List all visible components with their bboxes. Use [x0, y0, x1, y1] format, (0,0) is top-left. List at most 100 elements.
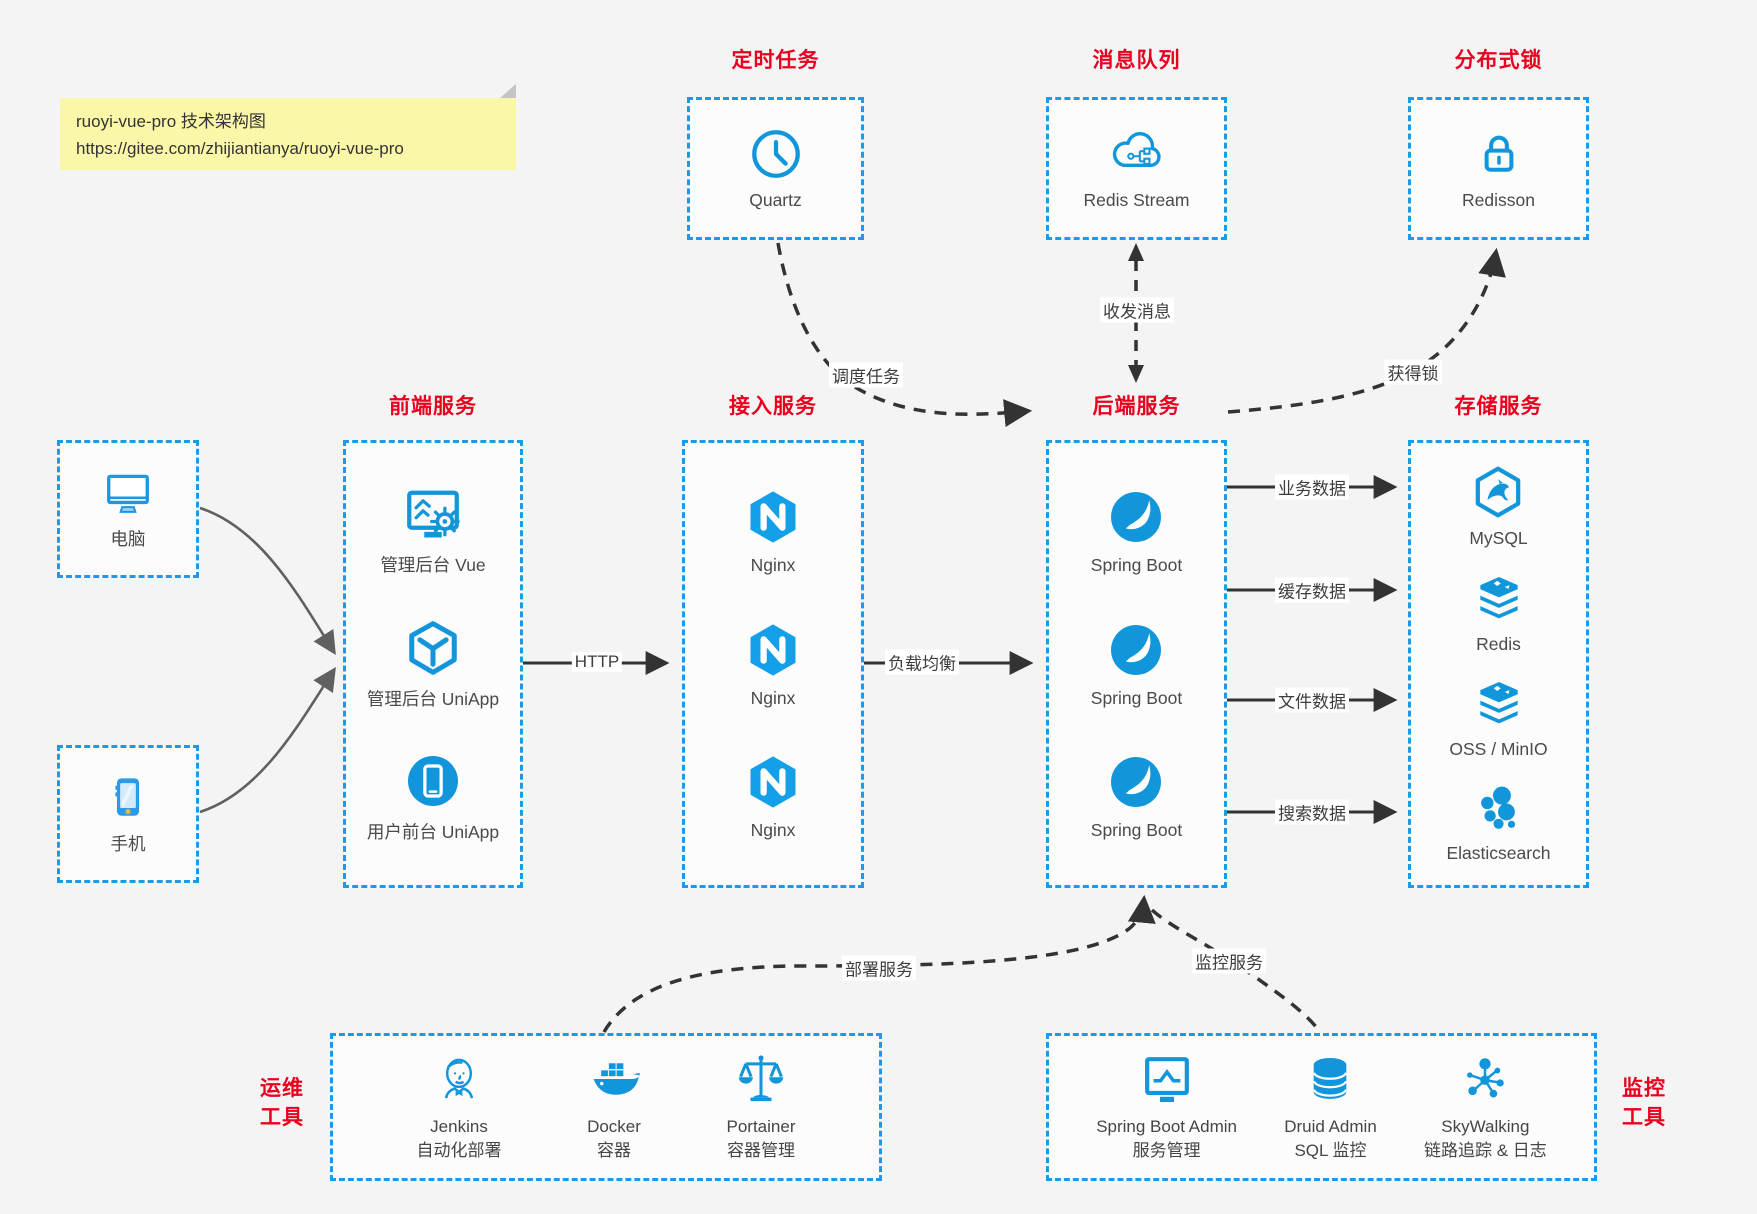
node-spring-boot-2: Spring Boot [1091, 620, 1182, 709]
spring-boot-icon [1106, 487, 1166, 547]
edge-label-schedule-task: 调度任务 [829, 362, 903, 388]
node-label-redis: Redis [1476, 633, 1521, 654]
redis-stack-icon [1470, 570, 1528, 626]
node-docker: Docker 容器 [585, 1051, 643, 1163]
monitor-tools-side-label: 监控 工具 [1608, 1074, 1680, 1132]
backend-box: Spring Boot Spring Boot Spring Boot [1046, 440, 1227, 888]
node-label-spring-boot-2: Spring Boot [1090, 687, 1183, 708]
note-title: ruoyi-vue-pro 技术架构图 [76, 112, 266, 131]
edge-label-search-data: 搜索数据 [1275, 799, 1349, 825]
quartz-box: Quartz [687, 97, 864, 240]
jenkins-icon [432, 1051, 486, 1107]
node-label-admin-vue: 管理后台 Vue [380, 554, 486, 575]
node-label-user-uniapp: 用户前台 UniApp [366, 822, 500, 843]
node-admin-vue: 管理后台 Vue [380, 484, 486, 577]
node-label-oss-minio: OSS / MinIO [1449, 739, 1548, 760]
node-redis: Redis [1470, 570, 1528, 655]
storage-stack-icon [1470, 675, 1528, 731]
node-elasticsearch: Elasticsearch [1446, 781, 1551, 864]
node-label-desktop: 电脑 [110, 529, 146, 549]
monitor-tools-label-line2: 工具 [1622, 1106, 1666, 1129]
node-spring-boot-1: Spring Boot [1091, 487, 1182, 576]
cloud-stream-icon [1107, 127, 1167, 181]
docker-icon [585, 1051, 643, 1107]
node-label-redis-stream: Redis Stream [1083, 189, 1190, 210]
mobile-app-icon [402, 751, 464, 811]
node-label-spring-boot-3: Spring Boot [1090, 820, 1183, 841]
group-title-scheduled-task: 定时任务 [731, 49, 820, 72]
node-desc-docker: 容器 [597, 1141, 631, 1160]
edge-acquire-lock [1227, 247, 1506, 414]
nginx-icon [743, 620, 803, 680]
node-label-mysql: MySQL [1469, 527, 1528, 548]
ops-tools-label-line1: 运维 [260, 1077, 304, 1100]
edge-label-send-receive-message: 收发消息 [1100, 297, 1174, 323]
frontend-box: 管理后台 Vue 管理后台 UniApp 用户前台 UniApp [343, 440, 523, 888]
node-label-quartz: Quartz [749, 189, 802, 210]
group-title-message-queue: 消息队列 [1092, 49, 1181, 72]
node-spring-boot-3: Spring Boot [1091, 752, 1182, 841]
node-label-elasticsearch: Elasticsearch [1446, 843, 1551, 864]
access-box: Nginx Nginx Nginx [682, 440, 864, 888]
edge-label-cache-data: 缓存数据 [1275, 577, 1349, 603]
nginx-icon [743, 752, 803, 812]
portainer-icon [733, 1051, 789, 1107]
node-label-druid-admin: Druid Admin [1284, 1117, 1377, 1137]
edge-message-arrowhead-down [1128, 365, 1144, 383]
ops-tools-side-label: 运维 工具 [246, 1074, 318, 1132]
group-title-storage: 存储服务 [1454, 395, 1543, 418]
note-url: https://gitee.com/zhijiantianya/ruoyi-vu… [76, 139, 404, 159]
node-label-spring-boot-admin: Spring Boot Admin [1096, 1117, 1237, 1137]
node-desc-portainer: 容器管理 [726, 1141, 795, 1160]
node-label-docker: Docker [587, 1117, 641, 1137]
node-label-nginx-3: Nginx [750, 820, 796, 841]
edge-label-acquire-lock: 获得锁 [1384, 359, 1442, 385]
node-admin-uniapp: 管理后台 UniApp [367, 618, 499, 711]
node-label-nginx-1: Nginx [750, 554, 796, 575]
node-label-redisson: Redisson [1462, 189, 1535, 210]
edge-label-monitor-service: 监控服务 [1192, 948, 1266, 974]
node-spring-boot-admin: Spring Boot Admin 服务管理 [1096, 1051, 1237, 1163]
smartphone-icon [105, 772, 151, 822]
mysql-icon [1469, 464, 1527, 520]
elasticsearch-icon [1470, 781, 1526, 835]
node-user-uniapp: 用户前台 UniApp [367, 751, 499, 844]
node-label-admin-uniapp: 管理后台 UniApp [366, 688, 500, 709]
redis-stream-box: Redis Stream [1046, 97, 1227, 240]
node-label-portainer: Portainer [726, 1117, 796, 1137]
group-title-distributed-lock: 分布式锁 [1454, 49, 1543, 72]
group-title-frontend: 前端服务 [389, 395, 477, 418]
node-mysql: MySQL [1469, 464, 1528, 549]
desktop-icon [103, 467, 153, 517]
admin-console-icon [402, 484, 464, 544]
node-jenkins: Jenkins 自动化部署 [417, 1051, 502, 1163]
monitor-tools-box: Spring Boot Admin 服务管理 Druid Admin SQL 监… [1046, 1033, 1597, 1181]
node-label-spring-boot-1: Spring Boot [1090, 554, 1183, 575]
nginx-icon [743, 487, 803, 547]
edge-label-load-balance: 负载均衡 [885, 649, 959, 675]
node-nginx-2: Nginx [743, 620, 803, 709]
skywalking-icon [1458, 1051, 1512, 1107]
lock-icon [1472, 127, 1526, 181]
edge-label-file-data: 文件数据 [1275, 687, 1349, 713]
clock-icon [749, 127, 803, 181]
edge-label-http: HTTP [571, 652, 623, 672]
monitor-tools-label-line1: 监控 [1622, 1077, 1666, 1100]
phone-client-box: 手机 [57, 745, 199, 883]
node-desc-spring-boot-admin: 服务管理 [1132, 1141, 1201, 1160]
edge-phone-to-frontend [199, 667, 336, 814]
druid-icon [1303, 1051, 1357, 1107]
node-skywalking: SkyWalking 链路追踪 & 日志 [1424, 1051, 1547, 1163]
gear [429, 506, 460, 537]
redisson-box: Redisson [1408, 97, 1589, 240]
node-oss-minio: OSS / MinIO [1449, 675, 1548, 760]
node-portainer: Portainer 容器管理 [726, 1051, 796, 1163]
group-title-backend: 后端服务 [1092, 395, 1181, 418]
edge-schedule-task [776, 242, 1033, 428]
desktop-client-box: 电脑 [57, 440, 199, 578]
node-desc-druid-admin: SQL 监控 [1294, 1141, 1367, 1160]
node-druid-admin: Druid Admin SQL 监控 [1284, 1051, 1377, 1163]
storage-box: MySQL Redis [1408, 440, 1589, 888]
edge-label-deploy-service: 部署服务 [842, 955, 916, 981]
